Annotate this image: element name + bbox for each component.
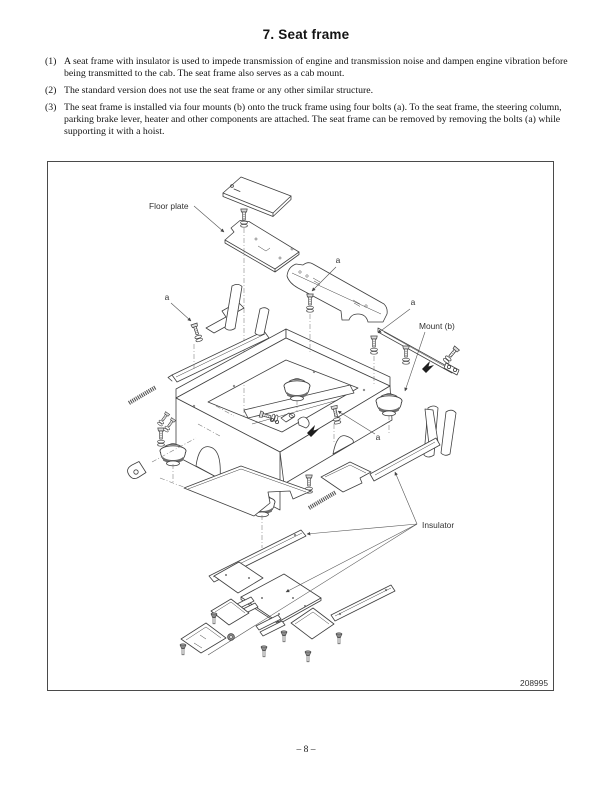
figure-number: 208995: [520, 678, 548, 688]
bolt-shape: [442, 345, 460, 365]
paragraph-1: (1) A seat frame with insulator is used …: [45, 56, 568, 80]
mount-b-label: Mount (b): [419, 321, 455, 331]
bolt-a-label: a: [411, 297, 416, 307]
paragraph-text: The seat frame is installed via four mou…: [64, 101, 562, 137]
paragraph-text: A seat frame with insulator is used to i…: [64, 56, 568, 79]
page-number: – 8 –: [296, 745, 316, 755]
mount-b-leader: [404, 331, 426, 392]
bolt-a-label: a: [336, 255, 341, 265]
bolt-a-leader: [377, 308, 411, 334]
insulator-leader: [394, 471, 418, 525]
insulator-rail-shape: [330, 584, 396, 622]
bolt-a-shape: [370, 335, 378, 355]
insulator-leader: [306, 523, 418, 536]
page-title: 7. Seat frame: [262, 27, 350, 42]
bolt-a-leader: [170, 302, 192, 322]
paragraph-marker: (1): [45, 56, 57, 67]
paragraph-marker: (3): [45, 101, 57, 113]
bolt-a-label: a: [165, 292, 170, 302]
paragraph-text: The standard version does not use the se…: [64, 84, 374, 96]
insulator-bolt-shape: [280, 630, 288, 643]
insulator-plate-shape: [213, 561, 264, 594]
paragraph-3: (3) The seat frame is installed via four…: [45, 102, 568, 138]
bolt-a-shape: [306, 293, 314, 313]
floor-plate-shape: [224, 220, 300, 273]
insulator-bolt-shape: [210, 612, 218, 625]
bolt-shape: [240, 208, 248, 228]
direction-arrow: [422, 361, 434, 373]
insulator-label: Insulator: [422, 520, 454, 530]
floor-plate-leader: [193, 205, 225, 233]
bolt-a-shape: [190, 322, 204, 343]
insulator-bolt-shape: [260, 645, 268, 658]
insulator-bolt-shape: [304, 650, 312, 663]
bolt-a-leader: [337, 410, 376, 435]
centerlines: [172, 314, 390, 548]
insulator-bolt-shape: [335, 632, 343, 645]
insulator-bolt-shape: [179, 643, 187, 656]
body-text: (1) A seat frame with insulator is used …: [45, 56, 568, 143]
cover-plate-shape: [222, 176, 292, 217]
hardware-cluster: [258, 410, 310, 429]
seat-frame-exploded-diagram: Floor plate a a a a Mount (b) Insulator …: [47, 161, 554, 691]
insulator-plate-shape: [240, 573, 322, 625]
threaded-rod-shape: [129, 387, 156, 403]
rear-panel-shape: [286, 262, 388, 323]
paragraph-marker: (2): [45, 84, 57, 96]
under-plate-shape: [320, 461, 372, 493]
insulator-plate-shape: [290, 607, 335, 640]
bolt-shape: [157, 427, 165, 447]
grommet-hole: [229, 635, 233, 639]
threaded-rod-shape: [309, 492, 336, 508]
side-rail-right-shape: [377, 327, 460, 376]
under-plate-shape: [183, 465, 312, 517]
bolt-shape: [402, 345, 410, 365]
mount-shape: [159, 443, 187, 467]
bolt-a-label: a: [376, 432, 381, 442]
floor-plate-label: Floor plate: [149, 201, 189, 211]
insulator-plate-shape: [210, 598, 250, 626]
diagram-canvas: Floor plate a a a a Mount (b) Insulator …: [48, 176, 548, 688]
l-rail-shape: [369, 408, 441, 482]
direction-arrow: [307, 425, 319, 437]
bolt-a-leader: [311, 266, 337, 292]
clevis-shape: [127, 411, 177, 479]
insulator-bracket-shape: [180, 622, 227, 654]
insulator-leader: [285, 523, 418, 593]
paragraph-2: (2) The standard version does not use th…: [45, 85, 568, 97]
insulator-leader: [207, 523, 418, 656]
